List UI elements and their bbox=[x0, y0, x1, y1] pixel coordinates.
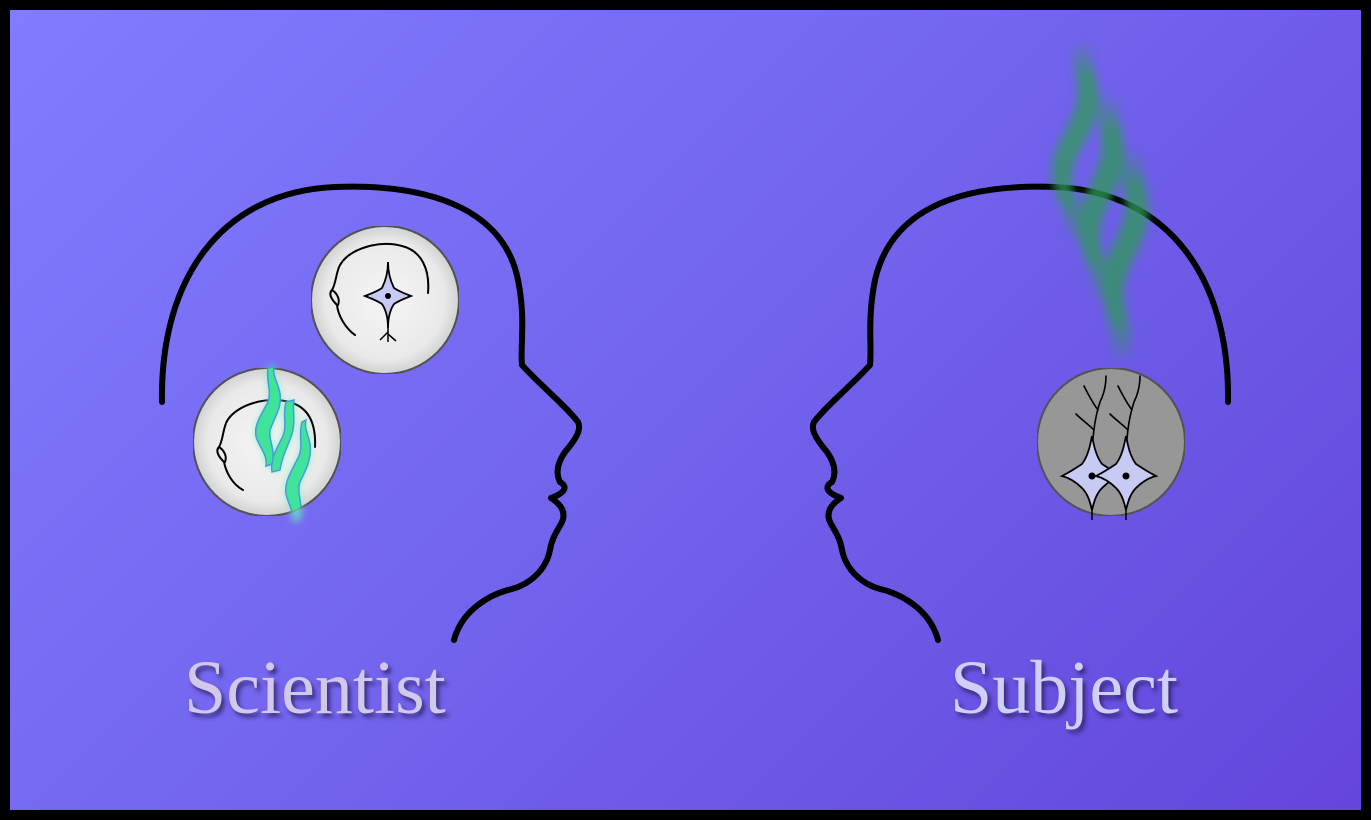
scientist-subject-diagram bbox=[158, 40, 1232, 643]
scientist-head-outline bbox=[158, 183, 583, 643]
brain-waves-icon bbox=[254, 364, 312, 522]
neuron-icon bbox=[362, 261, 414, 342]
subject-head-outline bbox=[809, 183, 1232, 643]
subject-rising-waves-icon bbox=[1051, 40, 1149, 360]
subject-brain-bubble bbox=[1036, 367, 1186, 520]
scientist-mind-bubble bbox=[192, 364, 342, 522]
mini-head-profile-icon bbox=[329, 243, 430, 336]
scientist-model-bubble bbox=[310, 225, 460, 375]
subject-label: Subject bbox=[950, 646, 1178, 730]
two-neurons-icon bbox=[1059, 375, 1159, 520]
scientist-label: Scientist bbox=[184, 646, 446, 730]
